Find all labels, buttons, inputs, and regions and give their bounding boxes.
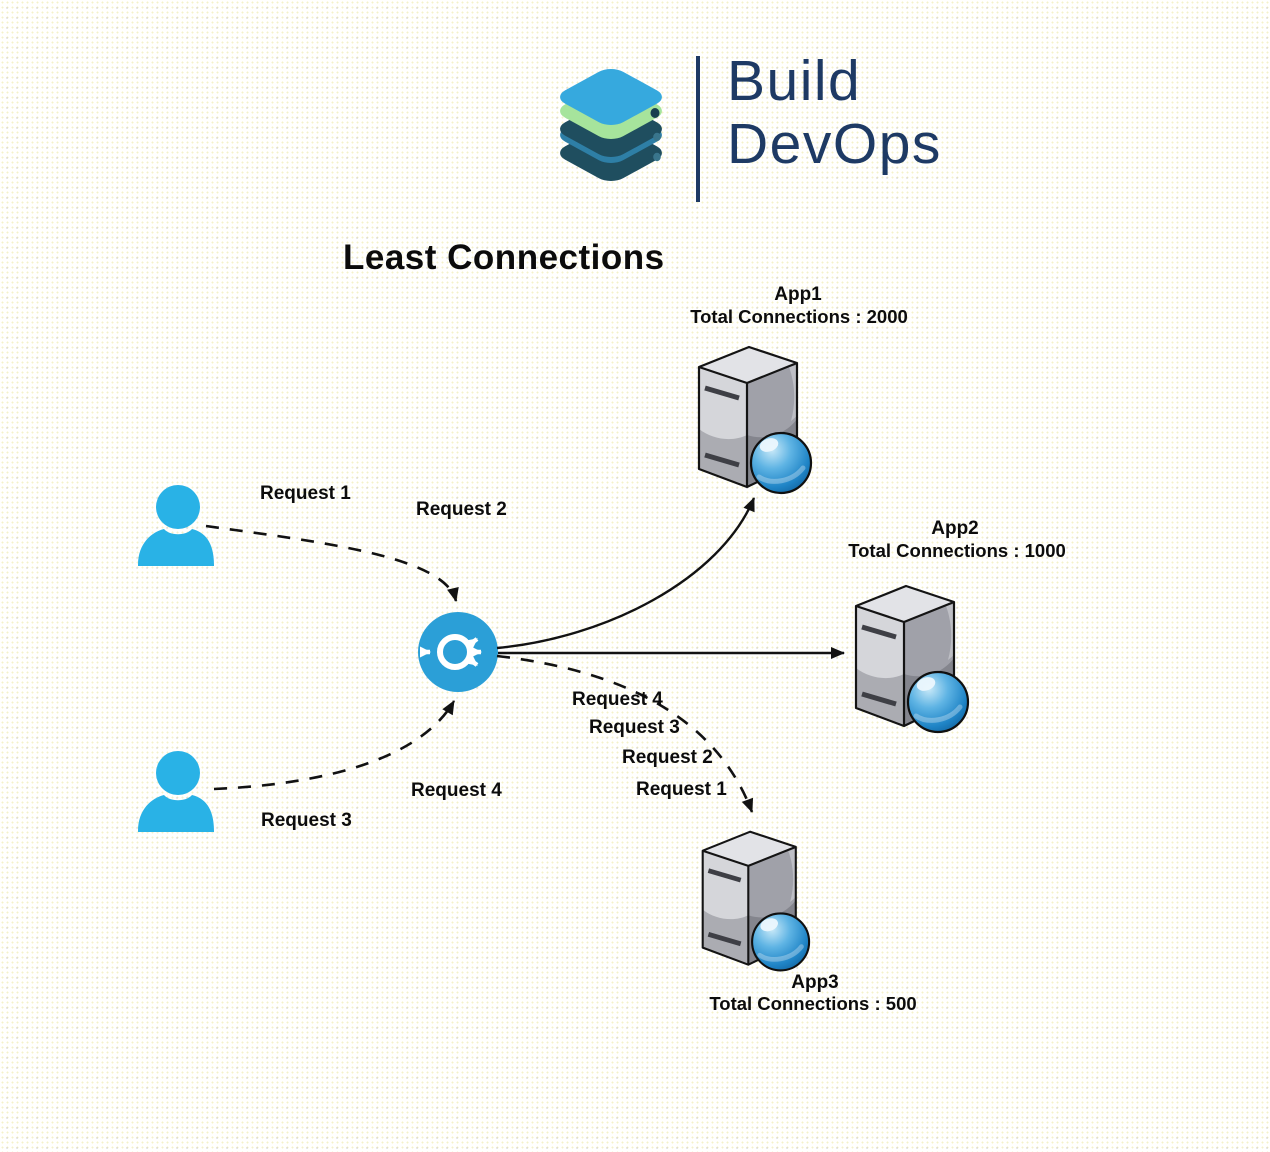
load-balancer-icon — [418, 612, 498, 692]
user-icon-2 — [138, 751, 214, 832]
app2-connections: Total Connections : 1000 — [848, 540, 1066, 561]
brand-text: Build DevOps — [727, 50, 942, 176]
brand-divider — [696, 56, 700, 202]
app2-name: App2 — [931, 518, 979, 539]
queue-request3-label: Request 3 — [589, 717, 680, 738]
user-icon-1 — [138, 485, 214, 566]
brand-line1: Build — [727, 49, 862, 113]
arrow-user1-to-lb — [205, 524, 459, 602]
app3-connections: Total Connections : 500 — [709, 993, 917, 1014]
server-app1 — [699, 347, 811, 493]
arrow-user2-to-lb — [213, 700, 456, 791]
request3-label: Request 3 — [261, 810, 352, 831]
page-title: Least Connections — [343, 238, 665, 277]
request2-label: Request 2 — [416, 499, 507, 520]
queue-request2-label: Request 2 — [622, 747, 713, 768]
arrow-lb-to-app3 — [496, 654, 754, 813]
app1-name: App1 — [774, 284, 822, 305]
brand-line2: DevOps — [727, 112, 942, 176]
app1-connections: Total Connections : 2000 — [690, 306, 908, 327]
queue-request1-label: Request 1 — [636, 779, 727, 800]
app3-name: App3 — [791, 972, 839, 993]
server-app2 — [856, 586, 968, 732]
queue-request4-label: Request 4 — [572, 689, 663, 710]
request4-label: Request 4 — [411, 780, 502, 801]
server-stack-icon — [560, 68, 662, 182]
server-app3 — [703, 832, 809, 971]
arrow-lb-to-app1 — [496, 497, 756, 650]
request1-label: Request 1 — [260, 483, 351, 504]
